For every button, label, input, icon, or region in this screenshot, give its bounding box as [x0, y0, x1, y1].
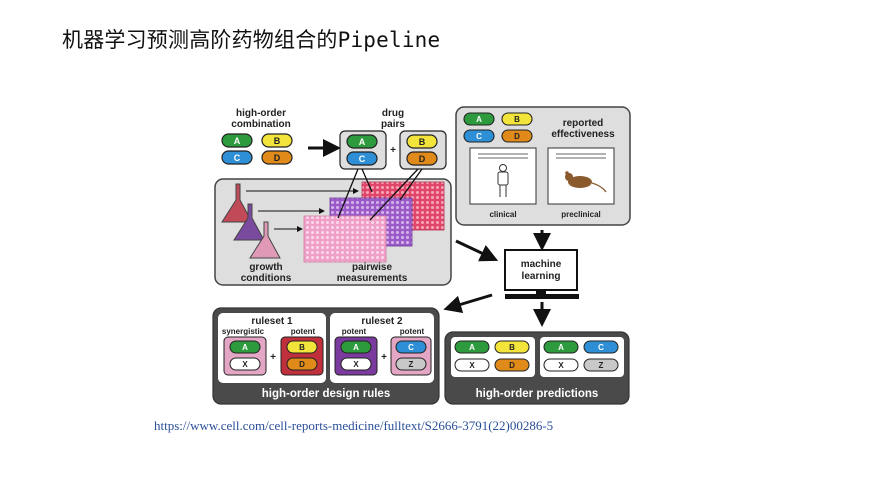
- machine-learning-label-2: learning: [522, 271, 561, 282]
- growth-conditions-label-1: growth: [249, 262, 282, 273]
- pill-b-label: B: [274, 136, 281, 146]
- p2-c: C: [598, 343, 604, 352]
- pair2-b: B: [419, 137, 426, 147]
- measurements-panel: growth conditions pairwise measurements: [214, 168, 452, 286]
- pair1-a: A: [359, 137, 366, 147]
- ruleset2-label: ruleset 2: [361, 316, 403, 327]
- drug-pairs-label-1: drug: [382, 108, 404, 119]
- flask-pink-icon: [249, 221, 281, 259]
- design-rules-label: high-order design rules: [262, 388, 390, 400]
- ruleset1-synergistic-label: synergistic: [222, 327, 265, 336]
- high-order-combination-label-1: high-order: [236, 108, 286, 119]
- pairs-plus: +: [390, 145, 396, 156]
- r1-d: D: [299, 360, 305, 369]
- preclinical-label: preclinical: [561, 210, 601, 219]
- ruleset1-label: ruleset 1: [251, 316, 293, 327]
- arrow-measurements-to-ml: [455, 239, 499, 262]
- r1-plus: +: [270, 352, 276, 363]
- ruleset2-potent-label-right: potent: [400, 327, 425, 336]
- r2-a: A: [353, 343, 359, 352]
- re-pill-c: C: [476, 132, 482, 141]
- p1-d: D: [509, 361, 515, 370]
- drug-pairs-label-2: pairs: [381, 119, 405, 130]
- predictions-panel: A B X D A C X Z high-order predictions: [444, 331, 630, 405]
- re-pill-b: B: [514, 115, 520, 124]
- p2-z: Z: [599, 361, 604, 370]
- p2-a: A: [558, 343, 564, 352]
- mouse-icon: [565, 171, 607, 193]
- p2-x: X: [558, 361, 564, 370]
- high-order-combination-label-2: combination: [231, 119, 290, 130]
- pill-c: C: [221, 150, 253, 165]
- reported-effectiveness-panel: A B C D reported effectiveness clinical: [455, 106, 631, 226]
- ruleset1-potent-label: potent: [291, 327, 316, 336]
- slide-title: 机器学习预测高阶药物组合的Pipeline: [62, 28, 441, 52]
- pair2-d: D: [419, 154, 426, 164]
- re-pill-d: D: [514, 132, 520, 141]
- measurement-grid-pink: [303, 215, 387, 263]
- r2-x: X: [353, 360, 359, 369]
- pill-a: A: [221, 133, 253, 148]
- clinical-label: clinical: [489, 210, 516, 219]
- drug-pairs: drug pairs A C + B D: [339, 108, 447, 170]
- reported-effectiveness-label-2: effectiveness: [551, 129, 615, 140]
- arrow-ml-to-rules: [443, 293, 493, 314]
- pill-d: D: [261, 150, 293, 165]
- person-icon: [497, 164, 509, 197]
- pairwise-measurements-label-2: measurements: [337, 273, 408, 284]
- pill-d-label: D: [274, 153, 281, 163]
- machine-learning-label-1: machine: [521, 259, 562, 270]
- high-order-combination: high-order combination A B C D: [221, 108, 293, 165]
- pairwise-measurements-label-1: pairwise: [352, 262, 392, 273]
- p1-a: A: [469, 343, 475, 352]
- source-link[interactable]: https://www.cell.com/cell-reports-medici…: [154, 418, 554, 433]
- ruleset2-potent-label-left: potent: [342, 327, 367, 336]
- design-rules-panel: ruleset 1 synergistic potent A X + B D r…: [212, 307, 440, 405]
- pill-b: B: [261, 133, 293, 148]
- r1-b: B: [299, 343, 305, 352]
- r1-a: A: [242, 343, 248, 352]
- r2-c: C: [408, 343, 414, 352]
- p1-b: B: [509, 343, 515, 352]
- r1-x: X: [242, 360, 248, 369]
- pair1-c: C: [359, 154, 366, 164]
- r2-plus: +: [381, 352, 387, 363]
- growth-conditions-label-2: conditions: [241, 273, 292, 284]
- p1-x: X: [469, 361, 475, 370]
- re-pill-a: A: [476, 115, 482, 124]
- pill-c-label: C: [234, 153, 241, 163]
- predictions-label: high-order predictions: [476, 388, 599, 400]
- r2-z: Z: [409, 360, 414, 369]
- machine-learning-monitor: machine learning: [504, 249, 579, 299]
- reported-effectiveness-label-1: reported: [563, 118, 604, 129]
- pill-a-label: A: [234, 136, 241, 146]
